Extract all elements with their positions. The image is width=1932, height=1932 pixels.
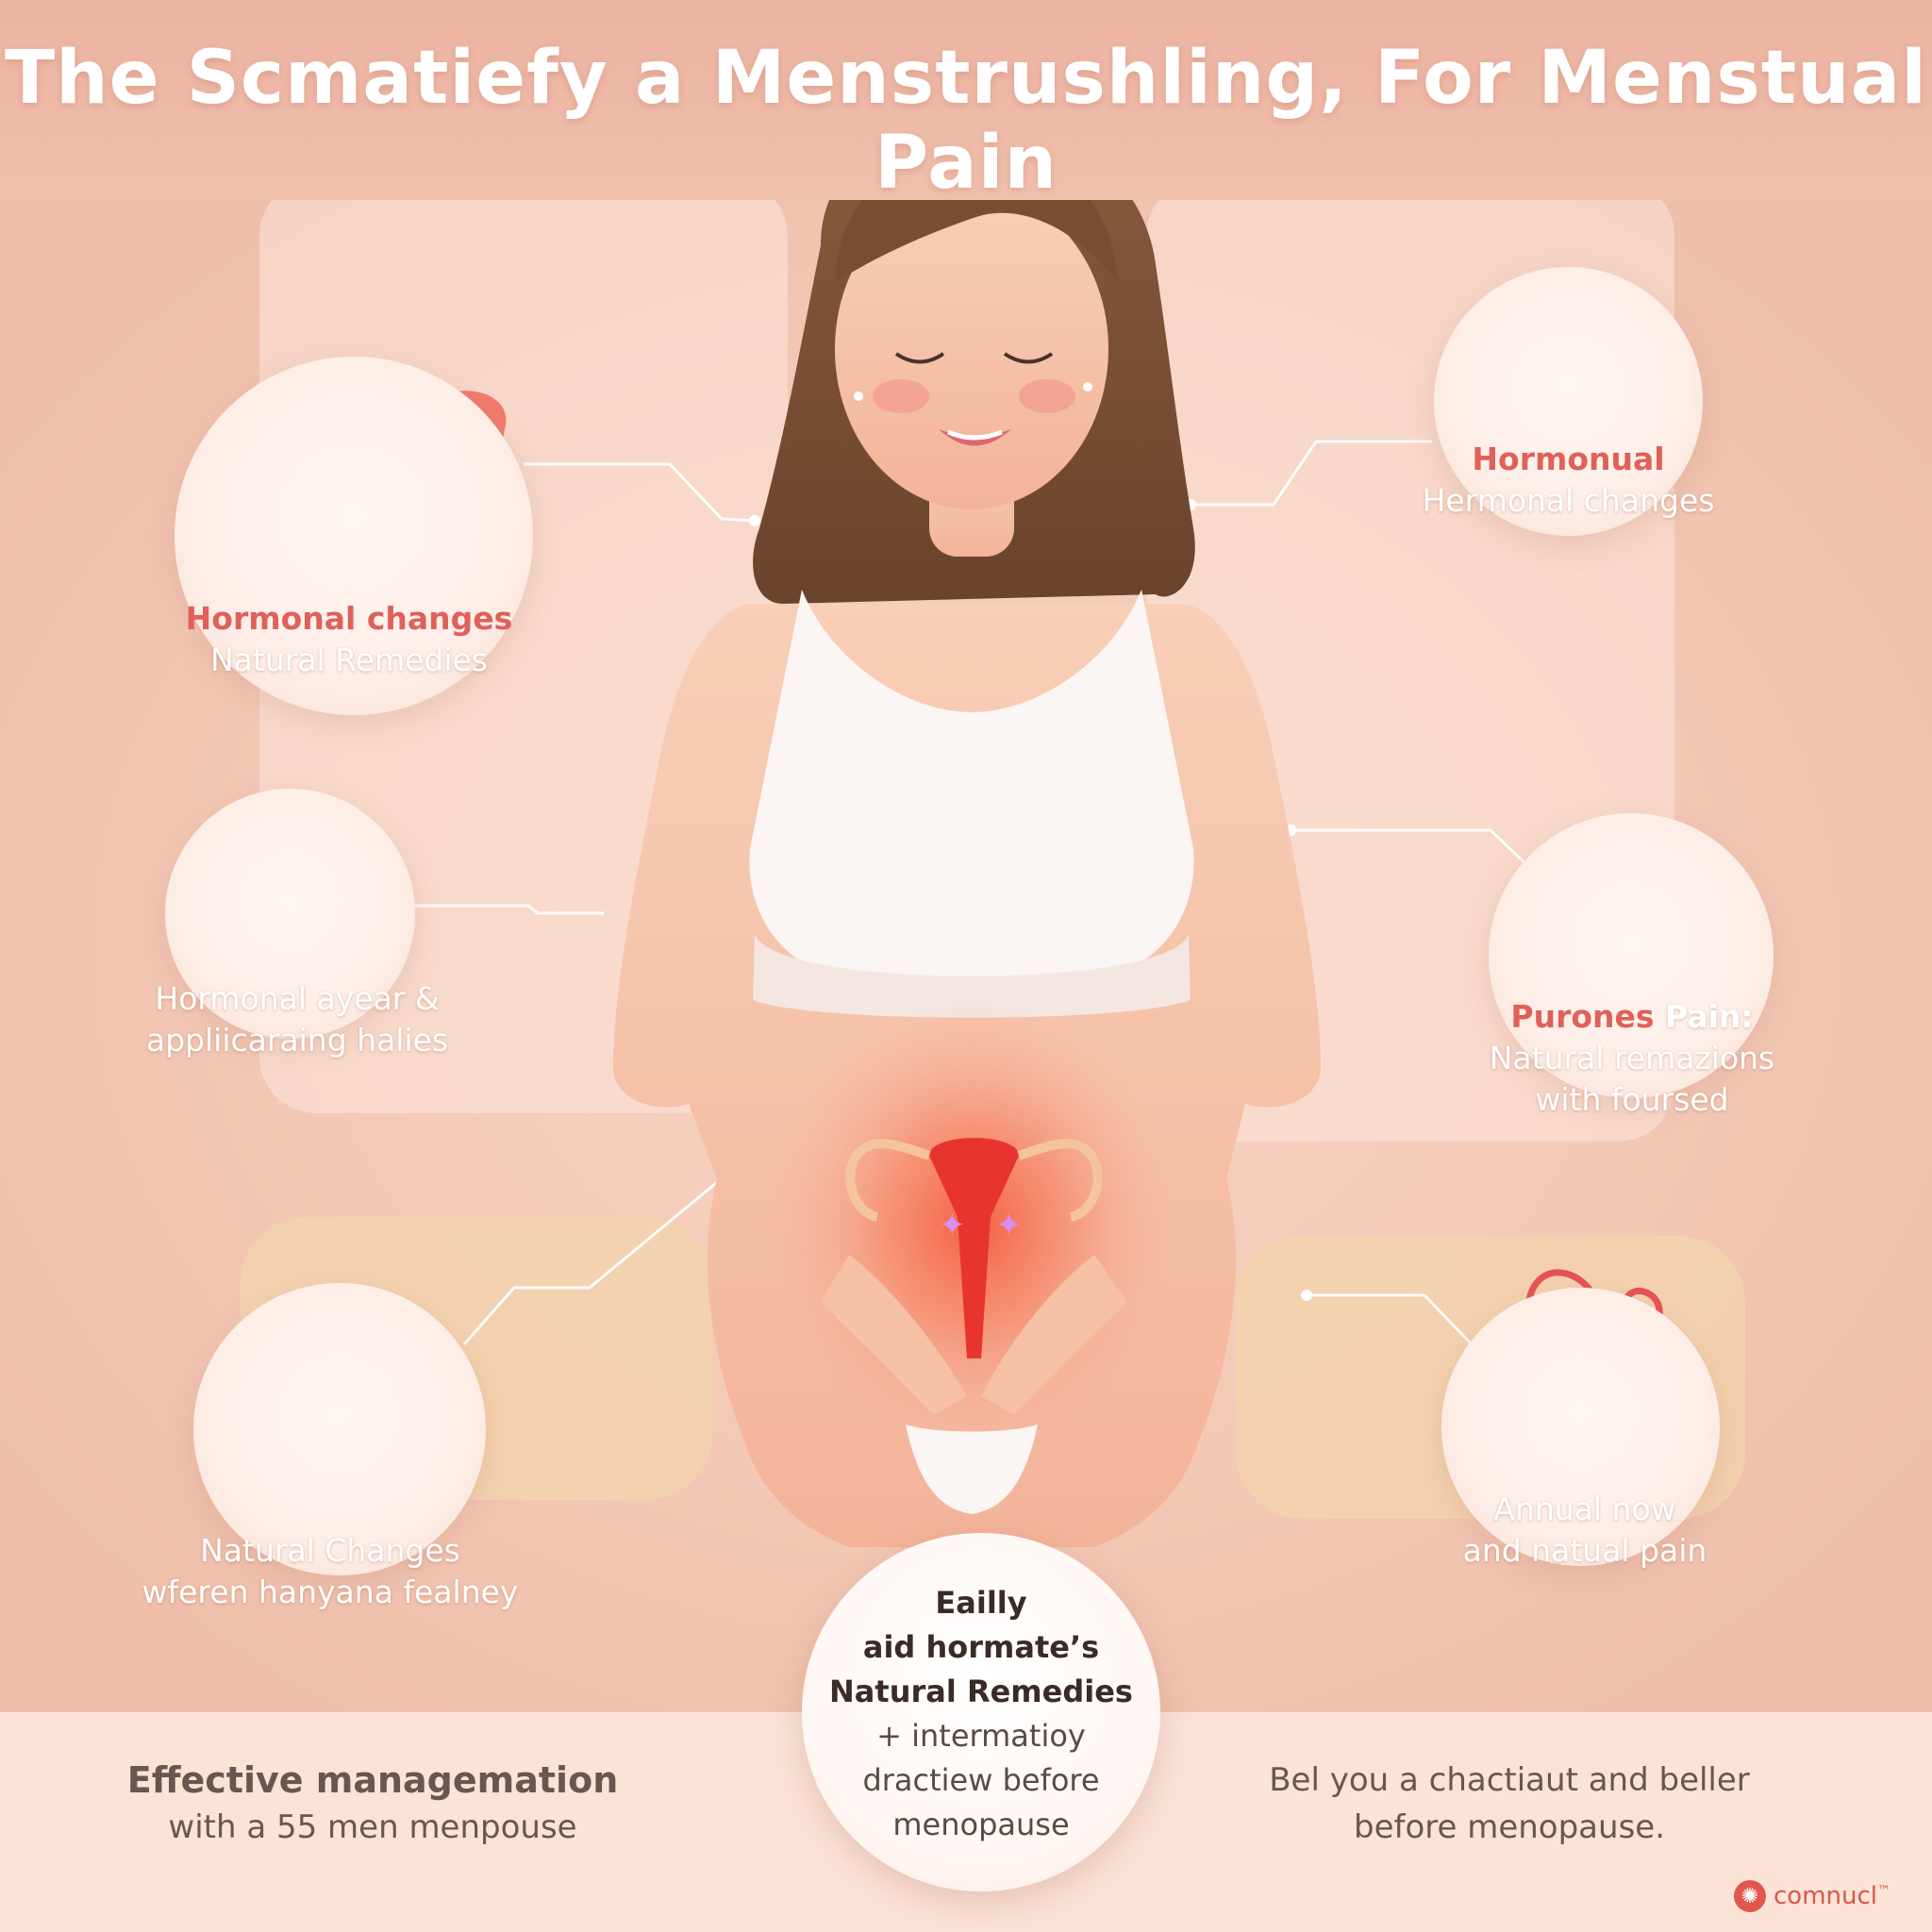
footer-right-line: Bel you a chactiaut and beller (1269, 1761, 1750, 1799)
svg-text:✦: ✦ (995, 1207, 1023, 1244)
callout-right-middle-text: Purones Pain: Natural remazions with fou… (1453, 996, 1811, 1121)
callout-right-top-text: Hormonual Hermonal changes (1387, 439, 1750, 522)
callout-left-bottom-text: Natural Changes wferen hanyana fealney (132, 1530, 528, 1613)
callout-line: appliicaraing halies (145, 1022, 449, 1058)
brand-star-icon: ✺ (1734, 1880, 1766, 1912)
callout-line: with foursed (1535, 1081, 1729, 1118)
callout-subtitle: Natural Remedies (209, 641, 489, 678)
callout-left-middle (165, 789, 415, 1039)
center-line: Natural Remedies (829, 1674, 1133, 1709)
center-line: aid hormate’s (862, 1629, 1100, 1665)
header-band (0, 0, 1932, 200)
callout-title: Hormonal changes (185, 600, 513, 637)
woman-illustration: ✦ ✦ (613, 123, 1321, 1547)
footer-left-subtext: with a 55 men menpouse (168, 1808, 577, 1846)
callout-right-bottom-text: Annual now and natual pain (1406, 1489, 1764, 1572)
callout-left-middle-text: Hormonal ayear & appliicaraing halies (113, 978, 481, 1061)
callout-title-line: Purones Pain: (1453, 996, 1811, 1038)
page-title: The Scmatiefy a Menstrushling, For Menst… (4, 36, 1928, 206)
callout-right-top (1434, 267, 1703, 536)
center-line: menopause (892, 1807, 1070, 1842)
callout-line: Hormonal ayear & (155, 980, 440, 1017)
uterus-glow-icon: ✦ ✦ (845, 1138, 1103, 1358)
callout-title-word: Purones (1510, 998, 1655, 1035)
brand-logo: ✺ comnucl™ (1734, 1877, 1890, 1915)
callout-left-top-text: Hormonal changes Natural Remedies (175, 598, 524, 681)
footer-right-text: Bel you a chactiaut and beller before me… (1245, 1757, 1774, 1851)
center-line: + intermatioy (876, 1718, 1086, 1754)
center-line: Eailly (935, 1585, 1027, 1621)
footer-left-heading: Effective managemation (126, 1759, 619, 1801)
callout-line: Natural remazions (1489, 1040, 1775, 1076)
callout-title: Hormonual (1472, 441, 1665, 477)
callout-line: wferen hanyana fealney (142, 1574, 519, 1610)
callout-right-middle (1489, 813, 1774, 1098)
center-line: dractiew before (862, 1762, 1100, 1798)
callout-subtitle: Hermonal changes (1422, 482, 1715, 519)
brand-name: comnucl™ (1774, 1882, 1891, 1910)
footer-right-line: before menopause. (1353, 1808, 1666, 1846)
callout-line: Annual now (1493, 1491, 1676, 1527)
callout-title-rest: Pain: (1654, 998, 1754, 1035)
callout-left-bottom (193, 1283, 486, 1575)
center-badge-text: Eailly aid hormate’s Natural Remedies + … (802, 1581, 1160, 1847)
callout-left-top (175, 357, 533, 715)
footer-left-text: Effective managemation with a 55 men men… (113, 1757, 632, 1851)
svg-text:✦: ✦ (939, 1207, 966, 1244)
callout-right-bottom (1441, 1288, 1720, 1566)
brand-trademark: ™ (1877, 1883, 1891, 1899)
callout-line: Natural Changes (200, 1532, 460, 1569)
callout-line: and natual pain (1462, 1532, 1707, 1569)
center-badge (802, 1533, 1160, 1891)
